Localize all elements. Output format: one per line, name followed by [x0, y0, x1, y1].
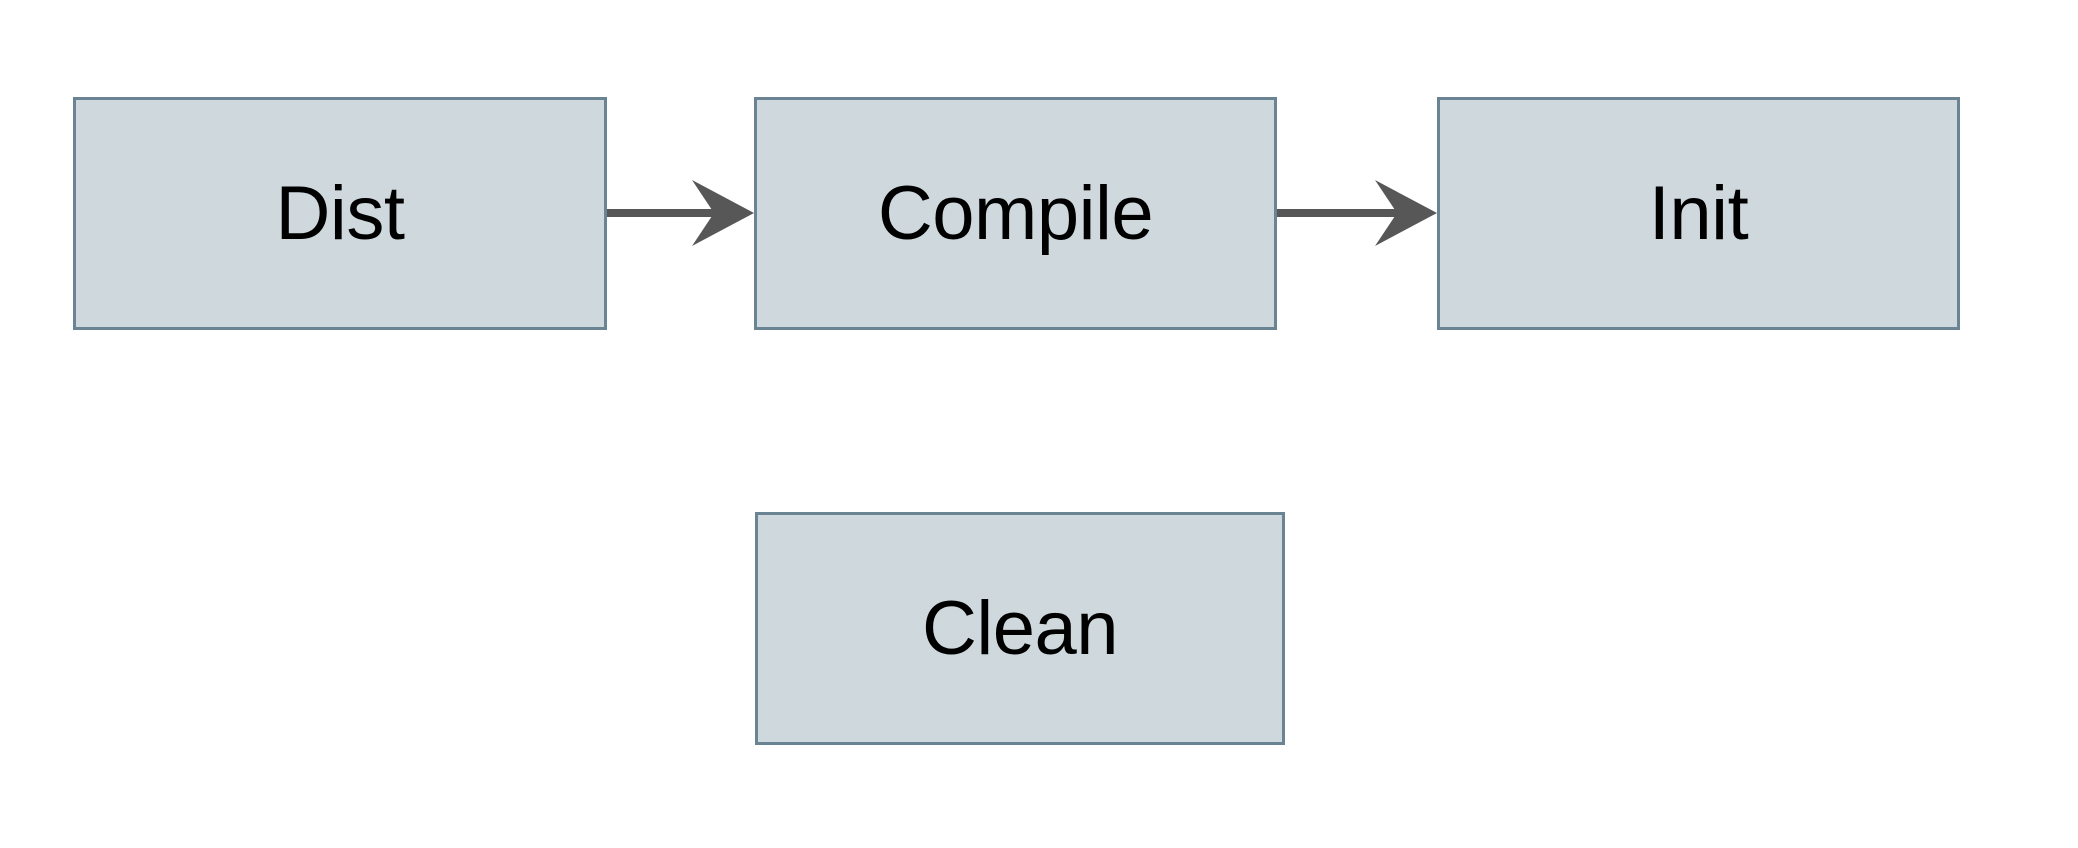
node-compile-label: Compile: [877, 170, 1154, 256]
edge-dist-to-compile[interactable]: [567, 173, 794, 253]
arrow-icon: [1277, 180, 1437, 246]
node-dist-label: Dist: [275, 170, 405, 256]
node-init[interactable]: Init: [1437, 97, 1960, 330]
node-init-label: Init: [1648, 170, 1749, 256]
node-compile[interactable]: Compile: [754, 97, 1277, 330]
edge-compile-to-init[interactable]: [1237, 173, 1477, 253]
node-clean[interactable]: Clean: [755, 512, 1285, 745]
arrow-icon: [607, 180, 754, 246]
node-dist[interactable]: Dist: [73, 97, 607, 330]
node-clean-label: Clean: [921, 585, 1119, 671]
